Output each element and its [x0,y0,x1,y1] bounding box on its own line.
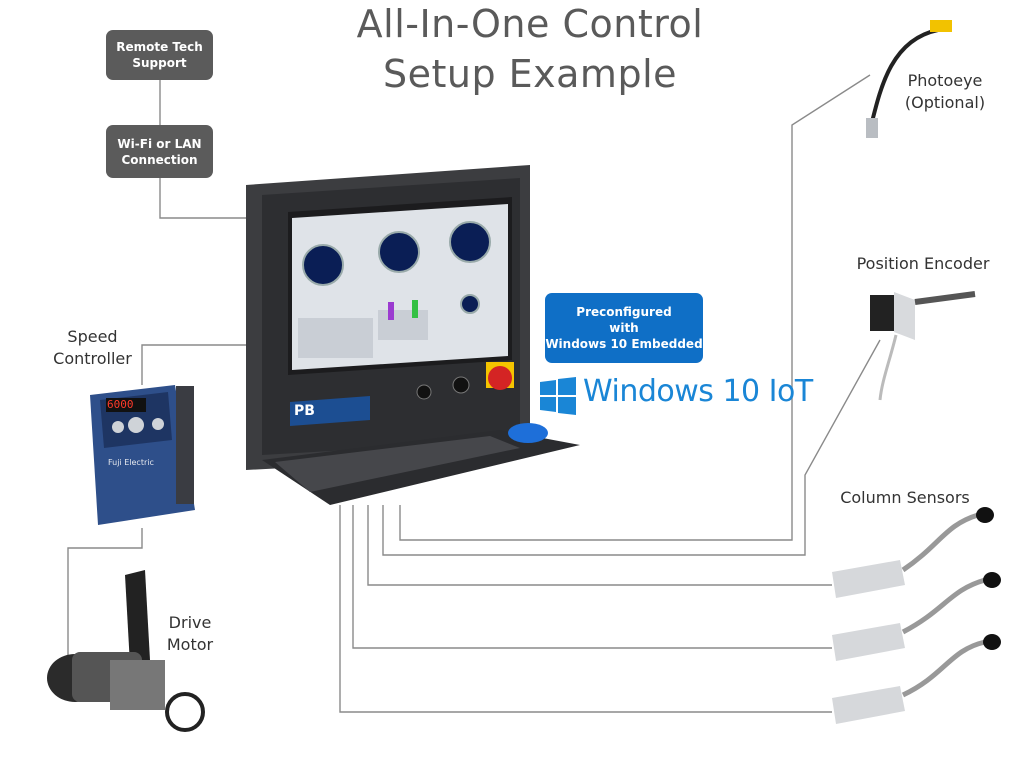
windows-iot-label: Windows 10 IoT [583,374,813,409]
line-panel-to-sensor-1 [367,505,832,586]
preconfigured-box: Preconfigured with Windows 10 Embedded [545,293,703,363]
preconfigured-line3: Windows 10 Embedded [545,337,703,351]
column-sensors-label: Column Sensors [840,488,970,507]
photoeye-line1: Photoeye [907,71,983,90]
wifi-lan-connection-box: Wi-Fi or LAN Connection [106,125,213,178]
line-panel-to-speed-controller [141,344,246,385]
control-panel [246,165,580,505]
column-sensor-1 [832,507,994,598]
vfd-display: 6000 [107,398,134,411]
photoeye-line2: (Optional) [904,93,986,112]
diagram-title-line1: All-In-One Control [356,2,704,46]
line-connection-to-panel [159,178,246,219]
speed-controller-line2: Controller [53,349,132,368]
speed-controller-label: Speed Controller [40,326,145,370]
remote-support-line1: Remote Tech [116,40,203,54]
line-panel-to-photoeye [399,74,871,541]
line-controller-to-motor [67,528,143,660]
speed-controller-line1: Speed [67,327,118,346]
windows-logo-icon [540,377,576,415]
drive-motor-device [47,570,205,732]
column-sensor-3 [832,634,1001,724]
mouse [508,423,548,443]
panel-brand-logo: PB [294,403,315,419]
photoeye-label: Photoeye (Optional) [890,70,1000,114]
position-encoder-label: Position Encoder [856,254,990,273]
preconfigured-line2: with [609,321,639,335]
photoeye-device [866,20,952,138]
position-encoder-device [870,291,976,401]
gauge-3 [449,221,491,263]
keyboard [275,436,520,492]
vfd-brand-label: Fuji Electric [108,458,154,467]
speed-controller-device [90,385,195,525]
gauge-1 [302,244,344,286]
drive-motor-line2: Motor [166,635,214,654]
drive-motor-label: Drive Motor [155,612,225,656]
preconfigured-line1: Preconfigured [576,305,672,319]
column-sensor-2 [832,572,1001,661]
connection-line1: Wi-Fi or LAN [117,136,202,151]
line-panel-to-encoder [382,339,881,556]
line-panel-to-sensor-2 [352,505,832,649]
diagram-title-line2: Setup Example [382,52,678,96]
emergency-stop-button [488,366,512,390]
line-panel-to-sensor-3 [339,505,832,713]
remote-support-line2: Support [132,56,187,70]
gauge-2 [378,231,420,273]
remote-tech-support-box: Remote Tech Support [106,30,213,80]
connection-line2: Connection [121,152,198,167]
drive-motor-line1: Drive [168,613,212,632]
